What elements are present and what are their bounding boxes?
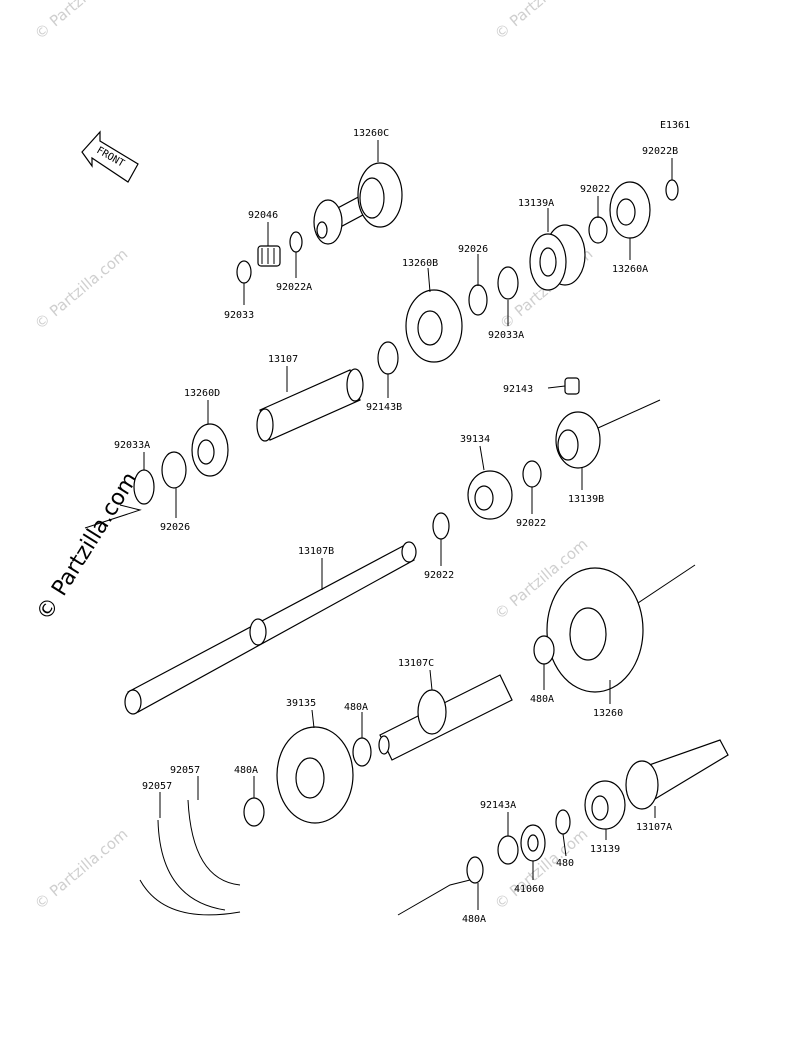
label-13260b: 13260B — [402, 258, 438, 269]
label-92033a-top: 92033A — [488, 330, 524, 341]
watermark-6: © Partzilla.com — [31, 825, 131, 913]
label-39134: 39134 — [460, 434, 490, 445]
label-13139b: 13139B — [568, 494, 604, 505]
label-92143b: 92143B — [366, 402, 402, 413]
part-480a-circlip-bottom — [466, 856, 484, 884]
part-92022-washer-low — [432, 512, 450, 540]
label-480a-left: 480A — [234, 765, 258, 776]
label-13260c: 13260C — [353, 128, 389, 139]
leader-lines — [143, 140, 673, 910]
part-39134-gear — [467, 470, 513, 520]
part-13260a-gear — [609, 181, 651, 239]
part-92033a-circlip — [497, 266, 519, 300]
label-92026-left: 92026 — [160, 522, 190, 533]
label-480a-bottom: 480A — [462, 914, 486, 925]
label-13260a: 13260A — [612, 264, 648, 275]
label-41060: 41060 — [514, 884, 544, 895]
part-92143-collar — [564, 377, 580, 395]
label-92022-mid: 92022 — [516, 518, 546, 529]
part-92143b-collar — [377, 341, 399, 375]
part-480a-circlip-left — [243, 797, 265, 827]
front-arrow-icon: FRONT — [81, 130, 139, 183]
part-480a-circlip-right — [533, 635, 555, 665]
label-92143a: 92143A — [480, 800, 516, 811]
label-13139: 13139 — [590, 844, 620, 855]
part-92046-needle-bearing — [257, 245, 281, 267]
part-92143a-collar — [497, 835, 519, 865]
watermark-3: © Partzilla.com — [31, 245, 131, 333]
label-92033: 92033 — [224, 310, 254, 321]
part-13260b-gear — [405, 289, 463, 363]
label-92022a: 92022A — [276, 282, 312, 293]
part-92026-washer-left — [161, 451, 187, 489]
part-480a-circlip-mid — [352, 737, 372, 767]
label-480: 480 — [556, 858, 574, 869]
label-13260d: 13260D — [184, 388, 220, 399]
part-13260d-gear — [191, 423, 229, 477]
part-41060-gear — [520, 824, 546, 862]
label-92057-left: 92057 — [142, 781, 172, 792]
part-13107a-shaft — [625, 739, 729, 810]
guide-lines — [84, 399, 696, 916]
label-39135: 39135 — [286, 698, 316, 709]
part-92057-chain — [139, 799, 241, 916]
label-92022-low: 92022 — [424, 570, 454, 581]
part-13107c-shaft-gear — [378, 674, 513, 761]
part-92022-washer-mid — [522, 460, 542, 488]
label-480a-right: 480A — [530, 694, 554, 705]
label-92143: 92143 — [503, 384, 533, 395]
watermark-2: © Partzilla.com — [491, 0, 591, 43]
part-92033a-circlip-left — [133, 469, 155, 505]
part-13107b-main-shaft — [124, 541, 417, 715]
label-13107b: 13107B — [298, 546, 334, 557]
part-39135-gear — [276, 726, 354, 824]
diagram-code: E1361 — [660, 120, 690, 131]
label-13107c: 13107C — [398, 658, 434, 669]
part-92022a-washer — [289, 231, 303, 253]
part-92022b-washer — [665, 179, 679, 201]
part-13139b-gear — [555, 411, 601, 469]
label-92057-right: 92057 — [170, 765, 200, 776]
label-92022b: 92022B — [642, 146, 678, 157]
part-92033-circlip — [236, 260, 252, 284]
watermark-main: © Partzilla.com — [32, 468, 143, 625]
label-13139a: 13139A — [518, 198, 554, 209]
part-labels: 13260C 92046 92022A 92033 13260B 92026 9… — [114, 128, 678, 925]
part-13139a-sleeve-gear — [529, 224, 586, 291]
label-480a-mid: 480A — [344, 702, 368, 713]
part-13260c-gear-shaft — [313, 162, 403, 245]
label-92046: 92046 — [248, 210, 278, 221]
label-92022-top: 92022 — [580, 184, 610, 195]
part-92026-washer — [468, 284, 488, 316]
label-13107: 13107 — [268, 354, 298, 365]
part-13107-shaft — [256, 368, 364, 442]
label-13107a: 13107A — [636, 822, 672, 833]
label-13260: 13260 — [593, 708, 623, 719]
part-13139-gear — [584, 780, 626, 830]
label-92026-top: 92026 — [458, 244, 488, 255]
part-92022-washer-top — [588, 216, 608, 244]
watermark-1: © Partzilla.com — [31, 0, 131, 43]
label-92033a-left: 92033A — [114, 440, 150, 451]
part-13260-large-gear — [546, 567, 644, 693]
part-480-circlip — [555, 809, 571, 835]
